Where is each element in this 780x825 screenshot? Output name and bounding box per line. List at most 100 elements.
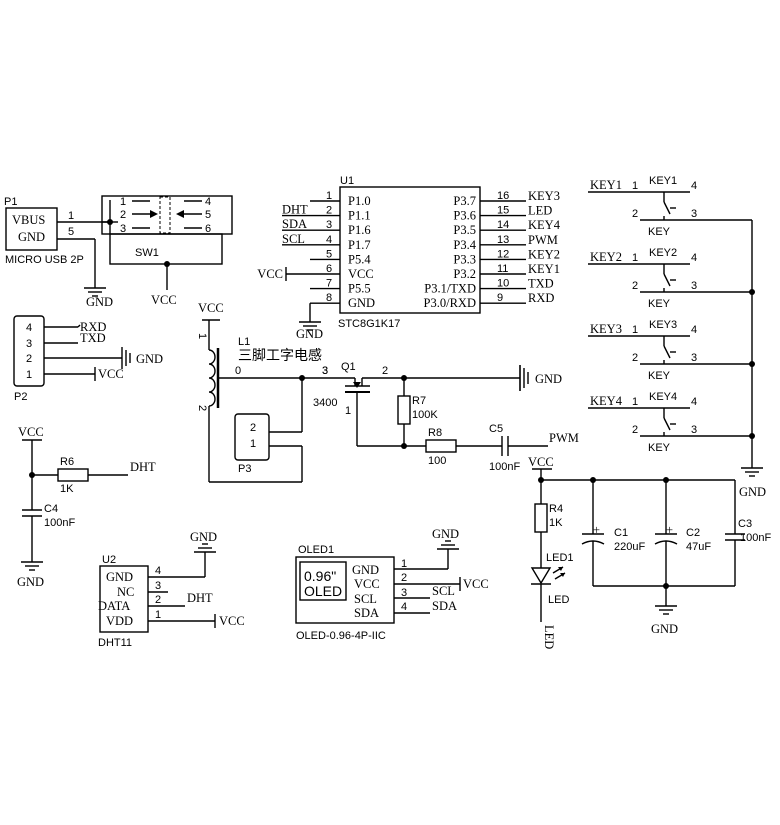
oled-line2: OLED (304, 583, 342, 599)
r7-ref: R7 (412, 395, 426, 407)
key-pin2: 2 (632, 208, 638, 220)
c4-value: 100nF (44, 517, 75, 529)
p2-vcc-net: VCC (98, 367, 124, 381)
u1-net-label: SDA (282, 217, 307, 231)
oled-pin1: 1 (401, 558, 407, 570)
key-pin1: 1 (632, 180, 638, 192)
c4-ref: C4 (44, 503, 58, 515)
sw1-pin2: 2 (120, 209, 126, 221)
p1-ref: P1 (4, 196, 17, 208)
key-pin3: 3 (691, 424, 697, 436)
u1-pin-name: P3.2 (453, 267, 476, 281)
key-pin3: 3 (691, 208, 697, 220)
key-pin1: 1 (632, 396, 638, 408)
r8-value: 100 (428, 455, 446, 467)
c4-gnd-net: GND (17, 575, 44, 589)
u2-pin-nc: NC (117, 585, 134, 599)
key-ref: KEY1 (649, 175, 677, 187)
p1-pin5: 5 (68, 226, 74, 238)
oled-pin-vcc: VCC (354, 577, 380, 591)
u1-pin-number: 14 (497, 219, 509, 231)
led1-value: LED (548, 594, 569, 606)
u1-pin-name: P1.1 (348, 209, 371, 223)
u1-pin-number: 16 (497, 190, 509, 202)
q1-gnd-net: GND (535, 372, 562, 386)
q1-pin3-label: 3 (322, 365, 328, 377)
p3-ref: P3 (238, 463, 251, 475)
oled-pin3: 3 (401, 587, 407, 599)
r7-value: 100K (412, 409, 438, 421)
oled-ref: OLED1 (298, 544, 334, 556)
key-pin4: 4 (691, 252, 697, 264)
u1-pin-name: P1.7 (348, 238, 371, 252)
oled-name: OLED-0.96-4P-IIC (296, 630, 386, 642)
u1-pin-name: P1.0 (348, 194, 371, 208)
p1-gnd-label: GND (18, 230, 45, 244)
u2-pin1: 1 (155, 609, 161, 621)
oled-module: OLED1 0.96" OLED GND VCC SCL SDA OLED-0.… (295, 527, 489, 642)
r8-resistor: R8 100 (357, 427, 502, 467)
u1-pin-name: P3.5 (453, 223, 476, 237)
p2-header: 4 3 2 1 P2 RXD TXD GND VCC (13, 315, 163, 403)
p3-connector: 2 1 P3 (234, 413, 303, 482)
p2-rxd-net: RXD (80, 320, 106, 334)
key-pin4: 4 (691, 180, 697, 192)
r8-ref: R8 (428, 427, 442, 439)
r7-resistor: R7 100K (397, 378, 438, 449)
key-value: KEY (648, 442, 671, 454)
r6-value: 1K (60, 483, 74, 495)
l1-ref: L1 (238, 336, 250, 348)
key-ref: KEY3 (649, 319, 677, 331)
p2-pin3: 3 (26, 338, 32, 350)
key-ref: KEY4 (649, 391, 677, 403)
u1-net-label: PWM (528, 233, 558, 247)
led1-net: LED (542, 625, 556, 649)
sw1-pin4: 4 (205, 196, 211, 208)
l1-pin1: 1 (196, 333, 208, 339)
u2-dht11: U2 GND NC DATA VDD DHT11 4 3 2 1 GND DHT… (98, 530, 245, 649)
l1-vcc-net: VCC (198, 301, 224, 315)
u1-pin-name: P3.1/TXD (424, 282, 476, 296)
key-pin3: 3 (691, 280, 697, 292)
p2-pin1: 1 (26, 369, 32, 381)
u1-pin-number: 6 (326, 263, 332, 275)
oled-sda-net: SDA (432, 599, 457, 613)
p1-gnd-net: GND (86, 295, 113, 309)
oled-gnd-net: GND (432, 527, 459, 541)
p1-name: MICRO USB 2P (5, 254, 84, 266)
oled-pin4: 4 (401, 601, 407, 613)
u1-pin-name: P1.6 (348, 223, 371, 237)
u1-pin-number: 8 (326, 292, 332, 304)
oled-pin-sda: SDA (354, 606, 379, 620)
u1-pin-name: P3.7 (453, 194, 476, 208)
u1-pin-number: 15 (497, 205, 509, 217)
u1-pin-number: 2 (326, 205, 332, 217)
sw1-pin5: 5 (205, 209, 211, 221)
p1-vbus-label: VBUS (12, 213, 45, 227)
q1-ref: Q1 (341, 361, 356, 373)
u1-net-label: RXD (528, 291, 554, 305)
key-value: KEY (648, 370, 671, 382)
sw1-ref: SW1 (135, 247, 159, 259)
key-ref: KEY2 (649, 247, 677, 259)
p3-pin2: 2 (250, 422, 256, 434)
p3-pin1: 1 (250, 438, 256, 450)
c1-plus: + (593, 523, 600, 537)
sw1-vcc-net: VCC (151, 293, 177, 307)
q1-pin2: 2 (382, 365, 388, 377)
